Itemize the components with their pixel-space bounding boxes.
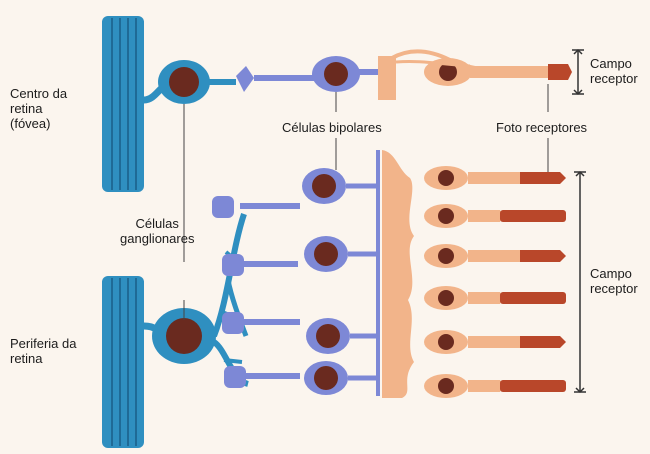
label-campo-receptor-top: Campo receptor	[590, 56, 638, 86]
label-celulas-ganglionares: Células ganglionares	[120, 216, 194, 246]
optic-nerve-bottom	[102, 276, 144, 448]
receptive-field-bracket-bottom	[574, 172, 586, 392]
bipolar-cells-bottom	[212, 150, 380, 396]
photoreceptors-bottom	[382, 150, 566, 398]
optic-nerve-top	[102, 16, 144, 192]
label-centro-retina: Centro da retina (fóvea)	[10, 86, 67, 131]
receptive-field-bracket-top	[572, 50, 584, 94]
label-campo-receptor-bottom: Campo receptor	[590, 266, 638, 296]
periphery-pathway	[144, 150, 566, 398]
fovea-pathway	[144, 51, 572, 104]
label-periferia-retina: Periferia da retina	[10, 336, 76, 366]
label-celulas-bipolares: Células bipolares	[282, 120, 382, 135]
label-foto-receptores: Foto receptores	[496, 120, 587, 135]
